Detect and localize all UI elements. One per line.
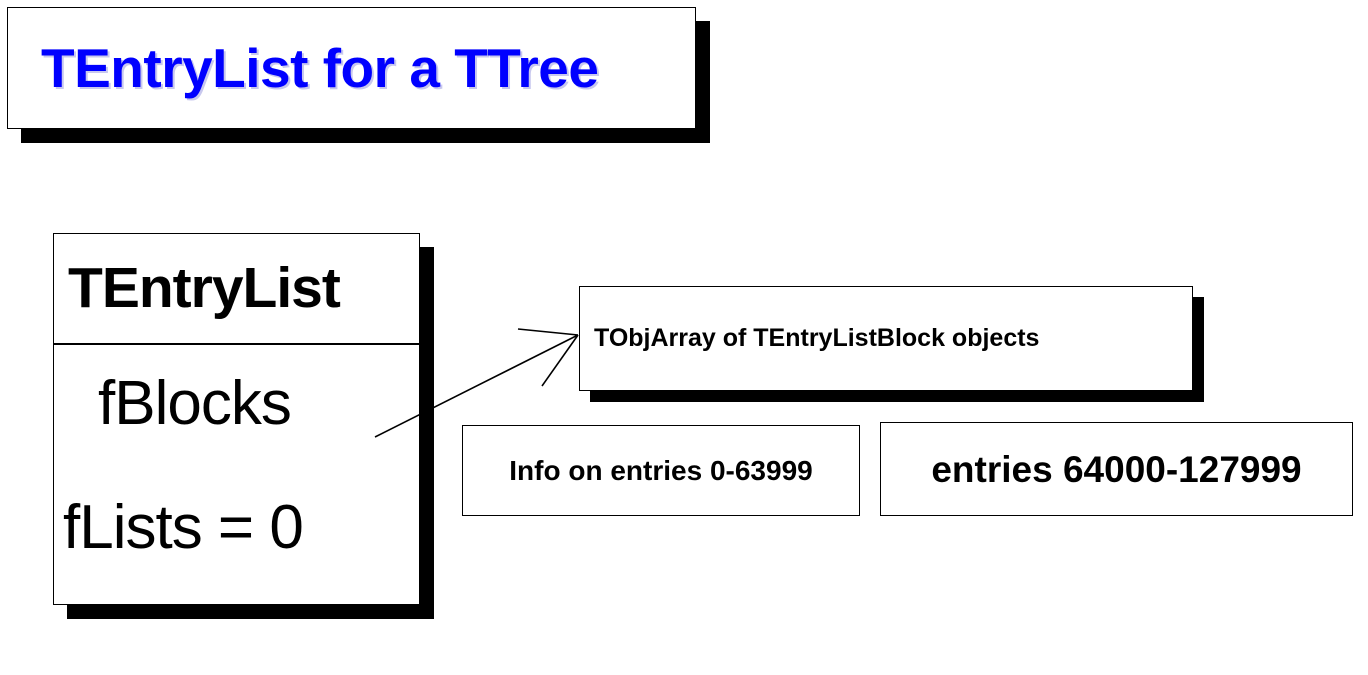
block-first-label: Info on entries 0-63999 bbox=[509, 454, 813, 486]
class-field-flists: fLists = 0 bbox=[63, 493, 304, 562]
block-second-label: entries 64000-127999 bbox=[931, 448, 1302, 490]
page-title: TEntryList for a TTree bbox=[41, 36, 599, 99]
objarray-box: TObjArray of TEntryListBlock objects bbox=[579, 286, 1193, 391]
class-field-fblocks: fBlocks bbox=[98, 369, 292, 438]
class-body-box: fBlocks fLists = 0 bbox=[53, 344, 420, 605]
objarray-label: TObjArray of TEntryListBlock objects bbox=[594, 324, 1040, 352]
block-box-first: Info on entries 0-63999 bbox=[462, 425, 860, 516]
arrow-barb-upper-line bbox=[517, 328, 579, 336]
class-header-box: TEntryList bbox=[53, 233, 420, 344]
arrow-barb-lower-line bbox=[541, 334, 579, 387]
block-box-second: entries 64000-127999 bbox=[880, 422, 1353, 516]
title-box: TEntryList for a TTree bbox=[7, 7, 696, 129]
class-name-label: TEntryList bbox=[68, 256, 341, 320]
